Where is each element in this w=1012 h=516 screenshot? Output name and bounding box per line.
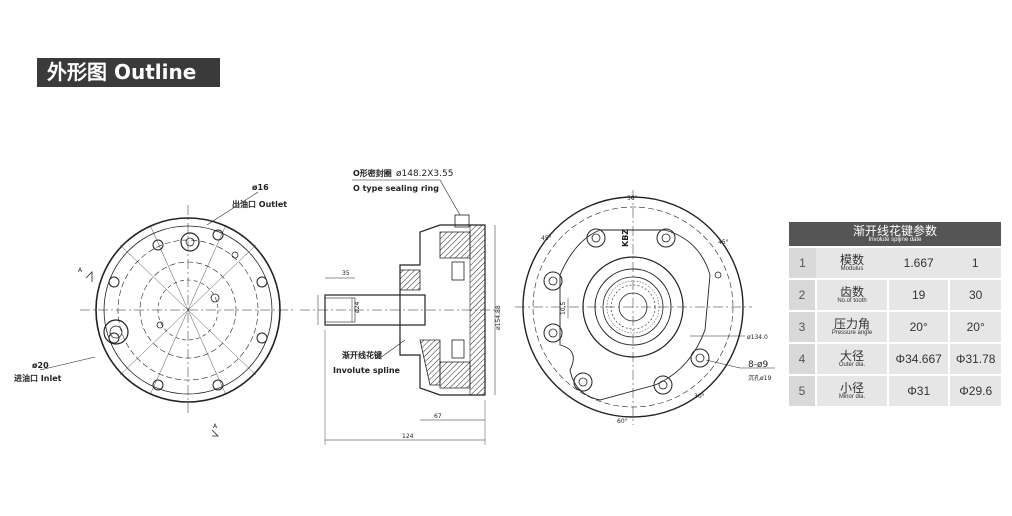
row-name-en: Outer dia. xyxy=(838,361,866,368)
dim-67-label: 67 xyxy=(434,413,442,420)
row-value-2: 30 xyxy=(948,278,1001,311)
angle-30-label: 30° xyxy=(694,393,705,400)
counterbore-label: 沉孔ø19 xyxy=(748,374,771,382)
row-name-cn: 小径 xyxy=(839,380,864,395)
inlet-label: 进油口 Inlet xyxy=(14,373,62,383)
row-index: 2 xyxy=(789,278,816,311)
row-value-1: 19 xyxy=(886,278,950,311)
row-index: 5 xyxy=(789,374,816,406)
spec-table-header: 渐开线花键参数 Involute spljine date xyxy=(789,222,1001,247)
outlet-label: 出油口 Outlet xyxy=(232,199,287,209)
angle-bottom-label: 60° xyxy=(617,418,628,425)
seal-en-label: O type sealing ring xyxy=(353,184,439,193)
dim-154-label: ø154.88 xyxy=(495,305,502,330)
row-value-1: Φ31 xyxy=(886,374,950,406)
row-index: 3 xyxy=(789,310,816,343)
right-view xyxy=(515,190,775,425)
spline-cn-label: 渐开线花键 xyxy=(342,350,382,360)
inlet-diameter-label: ø20 xyxy=(32,361,49,370)
dim-24-label: ø24 xyxy=(354,302,361,313)
seal-spec-label: ø148.2X3.55 xyxy=(396,169,453,179)
row-name-cn: 压力角 xyxy=(833,316,870,331)
holes-label: 8-ø9 xyxy=(748,360,768,370)
angle-right-label: 45° xyxy=(718,239,729,246)
spec-table-title: 渐开线花键参数 xyxy=(852,224,937,238)
row-value-2: 20° xyxy=(948,310,1001,343)
dim-134-label: ø134.0 xyxy=(747,334,768,341)
row-name-cn: 齿数 xyxy=(839,284,864,299)
page-title: 外形图 Outline xyxy=(37,58,220,87)
center-view xyxy=(300,179,500,445)
row-name-en: Modulus xyxy=(840,265,864,272)
dim-35-label: 35 xyxy=(342,270,350,277)
row-index: 1 xyxy=(789,246,816,279)
outlet-diameter-label: ø16 xyxy=(252,183,269,192)
row-name-cn: 模数 xyxy=(839,252,864,267)
section-a-bottom-label: A xyxy=(213,423,218,430)
row-name-en: Pressure angle xyxy=(831,329,873,336)
spec-table-subtitle: Involute spljine date xyxy=(868,237,922,243)
row-name-en: Minor dia. xyxy=(838,393,866,400)
marking-label: KBZ xyxy=(621,229,630,247)
row-value-2: 1 xyxy=(949,246,1001,279)
row-value-1: Φ34.667 xyxy=(886,342,950,375)
row-index: 4 xyxy=(789,342,816,375)
spline-en-label: Involute spline xyxy=(333,366,401,375)
left-view xyxy=(39,191,296,437)
section-a-top-label: A xyxy=(78,267,83,274)
dim-124-label: 124 xyxy=(402,433,414,440)
row-name-cn: 大径 xyxy=(839,348,864,363)
row-value-1: 1.667 xyxy=(888,246,950,279)
row-value-2: Φ31.78 xyxy=(948,342,1001,375)
seal-cn-label: O形密封圈 xyxy=(353,168,392,178)
dim-10-label: 10.5 xyxy=(560,301,567,315)
angle-top-label: 50° xyxy=(627,195,638,202)
row-name-en: No.of tooth xyxy=(837,297,867,304)
row-value-1: 20° xyxy=(886,310,950,343)
angle-left-label: 45° xyxy=(541,235,552,242)
row-value-2: Φ29.6 xyxy=(948,374,1001,406)
